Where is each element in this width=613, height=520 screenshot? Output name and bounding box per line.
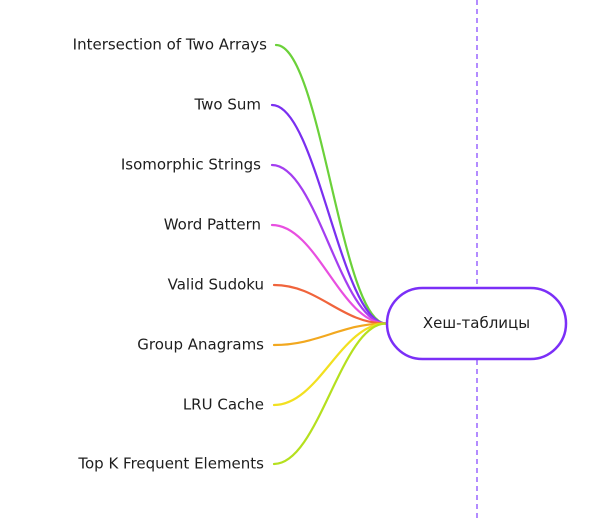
branch-topic-label[interactable]: Top K Frequent Elements [77,455,264,473]
branch-connector [274,43,388,325]
branch-connector [272,322,388,466]
branch-connector [272,322,388,347]
branch-topic-label[interactable]: Two Sum [193,96,261,114]
branch-topic-label[interactable]: Group Anagrams [137,336,264,354]
branch-topic-label[interactable]: Intersection of Two Arrays [73,36,268,54]
branch-connector [270,163,388,325]
branch-connector [272,283,388,325]
root-topic-node[interactable]: Хеш-таблицы [385,286,568,361]
branch-topic-label[interactable]: Word Pattern [164,216,261,234]
root-topic-label: Хеш-таблицы [423,314,530,332]
branch-connector [270,103,388,325]
branch-topic-label[interactable]: Isomorphic Strings [121,156,261,174]
root-topic-box [385,286,568,361]
branch-connector [270,223,388,325]
branch-topic-label[interactable]: Valid Sudoku [168,276,264,294]
branch-connector [272,322,388,407]
branch-connectors [270,43,388,466]
branch-topic-label[interactable]: LRU Cache [183,396,264,414]
